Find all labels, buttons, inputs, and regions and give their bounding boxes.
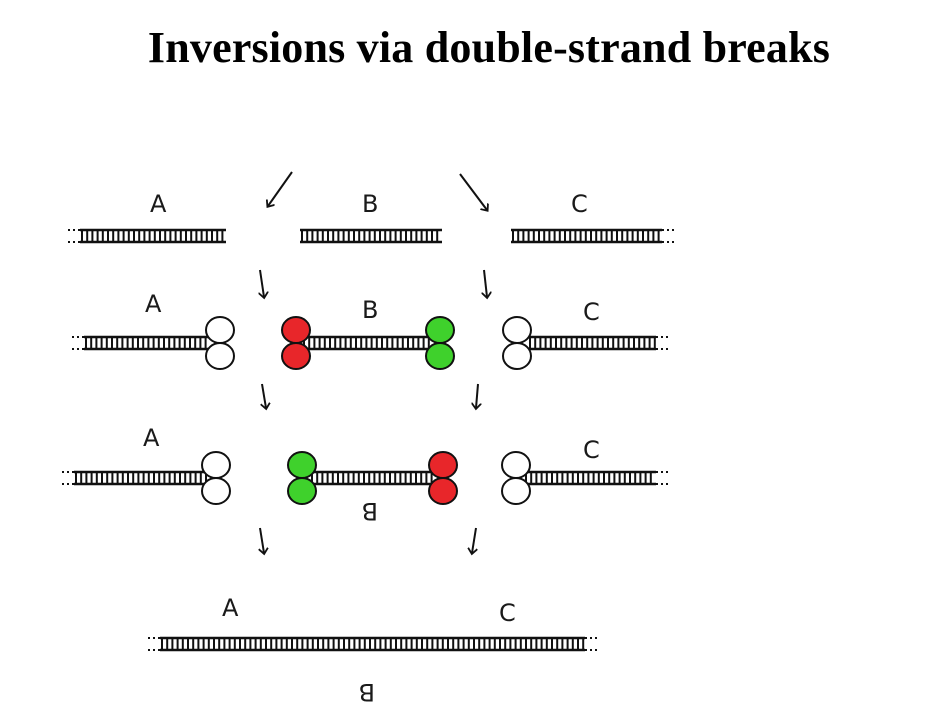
step-arrow (262, 383, 266, 408)
label-a: A (222, 594, 239, 622)
end-cap-open (501, 451, 531, 505)
dna-segment-b (300, 228, 442, 244)
end-cap-red (281, 316, 311, 370)
step-arrow (476, 383, 478, 408)
row-inverted: A C B (62, 424, 668, 525)
page-title: Inversions via double-strand breaks (147, 23, 831, 72)
label-b-inverted: B (359, 678, 375, 706)
row-ends-bound: A B C (72, 290, 668, 370)
label-a: A (145, 290, 162, 318)
end-cap-open (205, 316, 235, 370)
end-cap-open (201, 451, 231, 505)
label-c: C (571, 190, 588, 218)
end-cap-red (428, 451, 458, 505)
label-a: A (150, 190, 167, 218)
end-cap-green (287, 451, 317, 505)
label-b-inverted: B (362, 497, 378, 525)
row-breaks: A B C (68, 171, 674, 244)
dna-segment-c (524, 470, 668, 486)
dna-segment-b (302, 335, 432, 351)
dna-segment-c (528, 335, 668, 351)
label-b: B (362, 296, 378, 324)
dna-segment-a (68, 228, 226, 244)
label-c: C (499, 599, 516, 627)
end-cap-green (425, 316, 455, 370)
step-arrow (260, 269, 264, 297)
step-arrow (260, 527, 264, 553)
step-arrow (472, 527, 476, 553)
label-c: C (583, 436, 600, 464)
dna-rejoined (148, 636, 597, 652)
step-arrow (484, 269, 487, 297)
break-arrow-left (268, 171, 293, 206)
label-a: A (143, 424, 160, 452)
dna-segment-c (511, 228, 674, 244)
end-cap-open (502, 316, 532, 370)
dna-segment-b (310, 470, 436, 486)
row-rejoined: A C B (148, 594, 597, 706)
dna-segment-a (72, 335, 210, 351)
break-arrow-right (459, 173, 487, 210)
dna-segment-a (62, 470, 207, 486)
label-b: B (362, 190, 378, 218)
label-c: C (583, 298, 600, 326)
